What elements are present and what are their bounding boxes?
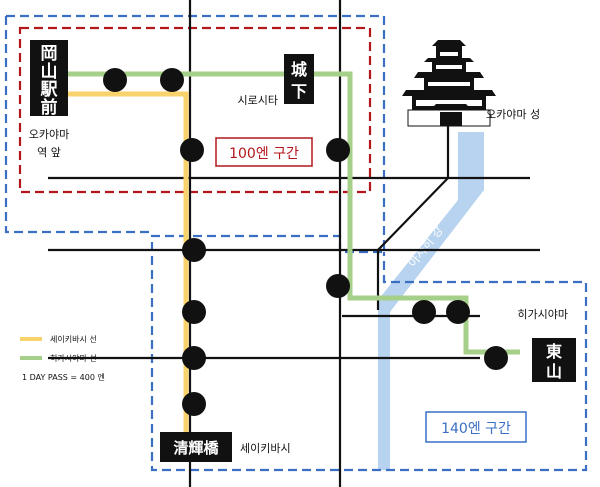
stop-9 <box>182 392 206 416</box>
stop-12 <box>484 346 508 370</box>
seikibashi-sign: 清輝橋 <box>173 439 219 457</box>
seikibashi-station-sign <box>160 432 232 462</box>
okayama-station-kr-2: 역 앞 <box>37 146 61 159</box>
zone-outer-left-boundary <box>4 16 152 234</box>
tram-stops <box>103 68 508 416</box>
zone-100-outer-boundary <box>6 14 588 472</box>
legend: 세이키바시 선 히가시야마 선 1 DAY PASS = 400 엔 <box>20 334 105 382</box>
higashiyama-sign-line-1: 東 <box>546 342 562 361</box>
stop-5 <box>182 238 206 262</box>
stop-10 <box>412 300 436 324</box>
stop-1 <box>103 68 127 92</box>
okayama-sign-line-4: 前 <box>41 97 58 118</box>
zone-100-boundary <box>18 26 372 194</box>
stop-6 <box>326 274 350 298</box>
seikibashi-line <box>48 91 189 444</box>
stop-8 <box>182 346 206 370</box>
stop-7 <box>182 300 206 324</box>
legend-label-higashiyama: 히가시야마 선 <box>50 353 97 363</box>
okayama-station-sign <box>30 40 68 116</box>
zone-140-label-box <box>425 411 527 443</box>
asahi-river <box>378 132 484 470</box>
castle-label: 오카야마 성 <box>486 108 540 121</box>
legend-label-seikibashi: 세이키바시 선 <box>50 334 97 344</box>
zone-140-label: 140엔 구간 <box>441 421 511 437</box>
okayama-sign-line-1: 岡 <box>41 44 58 64</box>
shiroshita-sign-line-2: 下 <box>291 82 307 101</box>
higashiyama-station-sign <box>532 338 576 382</box>
higashiyama-station-kr: 히가시야마 <box>517 307 568 321</box>
zone-100-label: 100엔 구간 <box>229 146 299 162</box>
higashiyama-sign-line-2: 山 <box>546 362 562 381</box>
day-pass-note: 1 DAY PASS = 400 엔 <box>22 372 105 382</box>
shiroshita-station-sign <box>284 54 314 104</box>
okayama-sign-line-3: 駅 <box>40 80 59 100</box>
stop-2 <box>160 68 184 92</box>
stop-11 <box>446 300 470 324</box>
zone-100-label-box <box>215 137 313 167</box>
okayama-sign-line-2: 山 <box>41 62 58 82</box>
seikibashi-station-kr: 세이키바시 <box>240 442 291 455</box>
okayama-castle-icon <box>402 40 496 127</box>
stop-3 <box>180 138 204 162</box>
okayama-station-kr-1: 오카야마 <box>29 128 69 141</box>
shiroshita-sign-line-1: 城 <box>291 60 307 79</box>
shiroshita-station-kr: 시로시타 <box>238 94 278 107</box>
stop-4 <box>326 138 350 162</box>
